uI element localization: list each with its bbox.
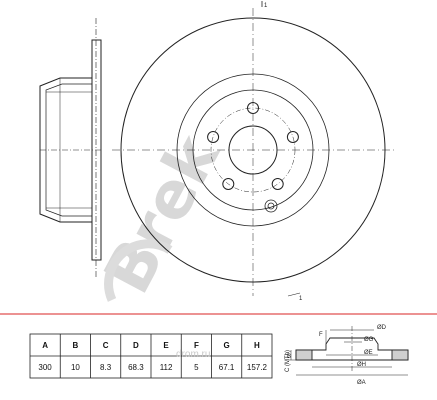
leader-line <box>287 292 301 297</box>
spec-table-header-cell: D <box>133 341 139 350</box>
watermark-site-text: drom.ru <box>176 349 210 360</box>
cross-section-left-rim <box>295 349 313 361</box>
spec-table-value-cell: 8.3 <box>100 363 112 372</box>
spec-table-header-cell: H <box>254 341 260 350</box>
label-a: ØA <box>357 380 366 386</box>
spec-table-header-cell: B <box>73 341 79 350</box>
label-g: ØG <box>364 337 374 343</box>
label-c: C (MTh) <box>285 350 291 372</box>
spec-table-header-cell: G <box>223 341 229 350</box>
spec-table-header-cell: E <box>163 341 169 350</box>
label-h: ØH <box>357 362 366 368</box>
cross-section-right-rim <box>391 349 409 361</box>
spec-table-value-cell: 300 <box>38 363 52 372</box>
locating-screw-hole <box>264 199 278 213</box>
spec-table-value-cell: 112 <box>160 363 173 372</box>
marker-bottom-label: 1 <box>299 296 303 302</box>
wheel-bolt-hole <box>286 131 299 143</box>
spec-table-value-cell: 157.2 <box>247 363 268 372</box>
spec-table-header-cell: F <box>194 341 199 350</box>
marker-top-label: 1 <box>264 3 268 9</box>
wheel-bolt-hole <box>207 131 220 143</box>
cross-section-outline <box>295 337 409 361</box>
label-f: F <box>319 332 323 338</box>
spec-table-value-cell: 10 <box>71 363 80 372</box>
label-d: ØD <box>377 325 387 331</box>
spec-table <box>29 333 273 379</box>
spec-table-value-cell: 5 <box>194 363 199 372</box>
disc-side-view <box>39 18 102 278</box>
wheel-bolt-hole <box>222 178 235 190</box>
spec-table-header-cell: C <box>103 341 109 350</box>
wheel-bolt-hole <box>271 178 284 190</box>
disc-cross-section <box>288 326 409 376</box>
spec-table-value-cell: 68.3 <box>128 363 144 372</box>
locating-screw-hole-inner <box>267 202 275 210</box>
spec-table-value-cell: 67.1 <box>219 363 235 372</box>
watermark-swoosh <box>104 239 173 302</box>
spec-table-header-cell: A <box>42 341 48 350</box>
label-e: ØE <box>364 350 373 356</box>
label-b: B <box>287 354 291 360</box>
disc-front-view <box>112 1 394 297</box>
